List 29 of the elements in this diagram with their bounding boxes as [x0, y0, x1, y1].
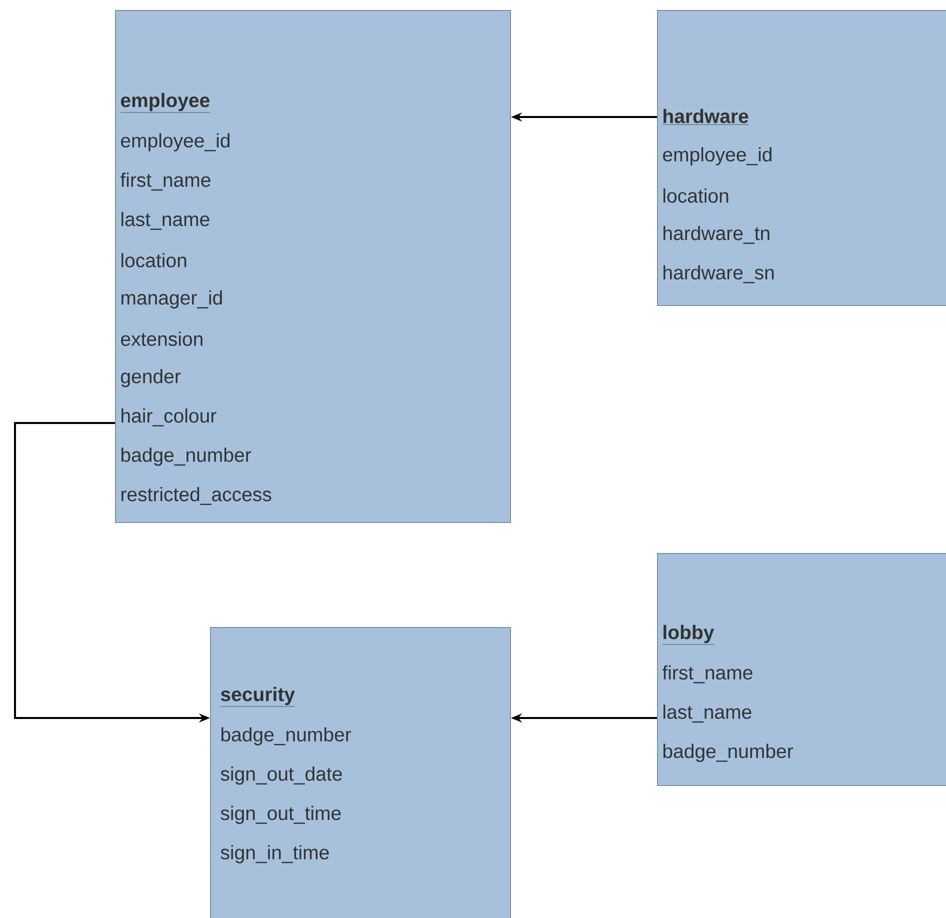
table-box [115, 10, 511, 523]
field-name: gender [121, 369, 181, 388]
field-name: hair_colour [122, 408, 216, 426]
field-name: last_name [664, 704, 752, 723]
field-name: restricted_access [122, 487, 272, 505]
field-name: first_name [120, 172, 210, 191]
field-name: location [664, 188, 728, 203]
field-name: sign_out_time [220, 806, 341, 824]
table-name: employee [120, 92, 210, 113]
field-name: employee_id [121, 133, 230, 152]
field-name: badge_number [221, 727, 352, 746]
field-name: sign_out_date [220, 766, 342, 785]
field-name: last_name [122, 212, 210, 230]
table-name: lobby [662, 624, 714, 645]
field-name: badge_number [121, 448, 252, 466]
field-name: hardware_tn [664, 226, 770, 244]
field-name: first_name [662, 665, 752, 684]
field-name: hardware_sn [664, 265, 774, 284]
field-name: sign_in_time [220, 845, 329, 864]
field-name: badge_number [663, 744, 794, 762]
table-name: hardware [662, 108, 750, 125]
field-name: employee_id [663, 147, 772, 166]
table-box [657, 10, 946, 306]
table-name: security [220, 686, 296, 707]
table-box [210, 627, 511, 918]
field-name: location [122, 253, 186, 268]
field-name: manager_id [122, 290, 222, 309]
field-name: extension [121, 332, 202, 346]
table-box [657, 553, 946, 786]
